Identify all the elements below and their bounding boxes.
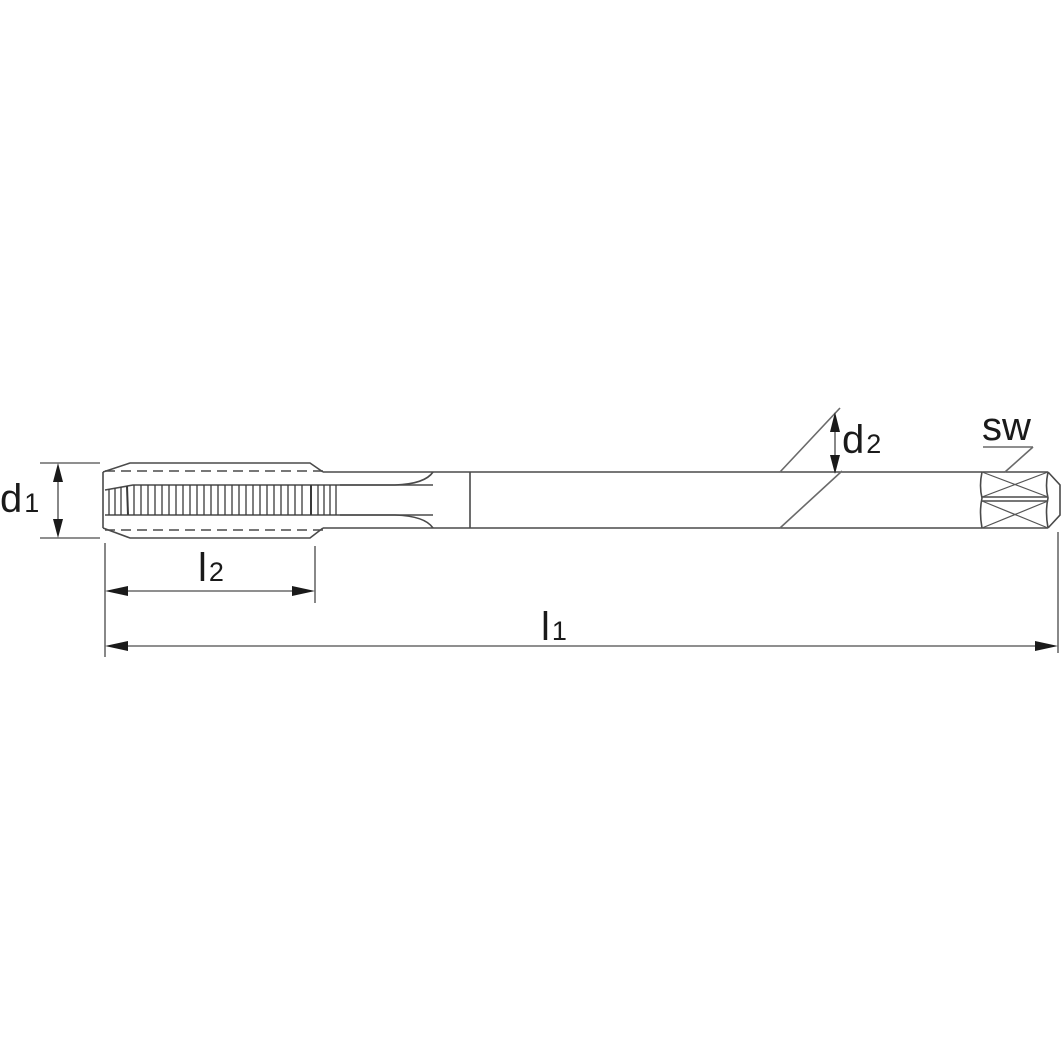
thread-band-top bbox=[104, 484, 433, 491]
square-drive bbox=[979, 471, 1061, 529]
arrow-up-icon bbox=[53, 463, 63, 482]
arrow-left-icon bbox=[105, 641, 128, 651]
label-d2: d2 bbox=[842, 418, 881, 462]
flute-curve-bottom bbox=[340, 514, 434, 529]
label-l2: l2 bbox=[198, 546, 224, 590]
dimension-sw: sw bbox=[982, 405, 1034, 473]
arrow-down-icon bbox=[830, 455, 840, 474]
label-l1: l1 bbox=[541, 605, 567, 649]
label-sw: sw bbox=[982, 405, 1031, 449]
tap-body bbox=[102, 462, 1061, 539]
arrow-left-icon bbox=[105, 586, 128, 596]
dimension-l1: l1 bbox=[105, 532, 1059, 653]
arrow-right-icon bbox=[1035, 641, 1058, 651]
arrow-right-icon bbox=[292, 586, 315, 596]
thread-outline-top bbox=[102, 462, 324, 473]
label-d1: d1 bbox=[0, 477, 39, 521]
dimension-l2: l2 bbox=[104, 543, 316, 657]
thread-outline-bottom bbox=[102, 527, 324, 539]
dimension-d2: d2 bbox=[779, 407, 881, 529]
arrow-up-icon bbox=[830, 412, 840, 432]
dimension-d1: d1 bbox=[0, 462, 100, 539]
arrow-down-icon bbox=[53, 519, 63, 538]
flute-curve-top bbox=[340, 471, 434, 486]
thread-pattern bbox=[108, 485, 337, 516]
